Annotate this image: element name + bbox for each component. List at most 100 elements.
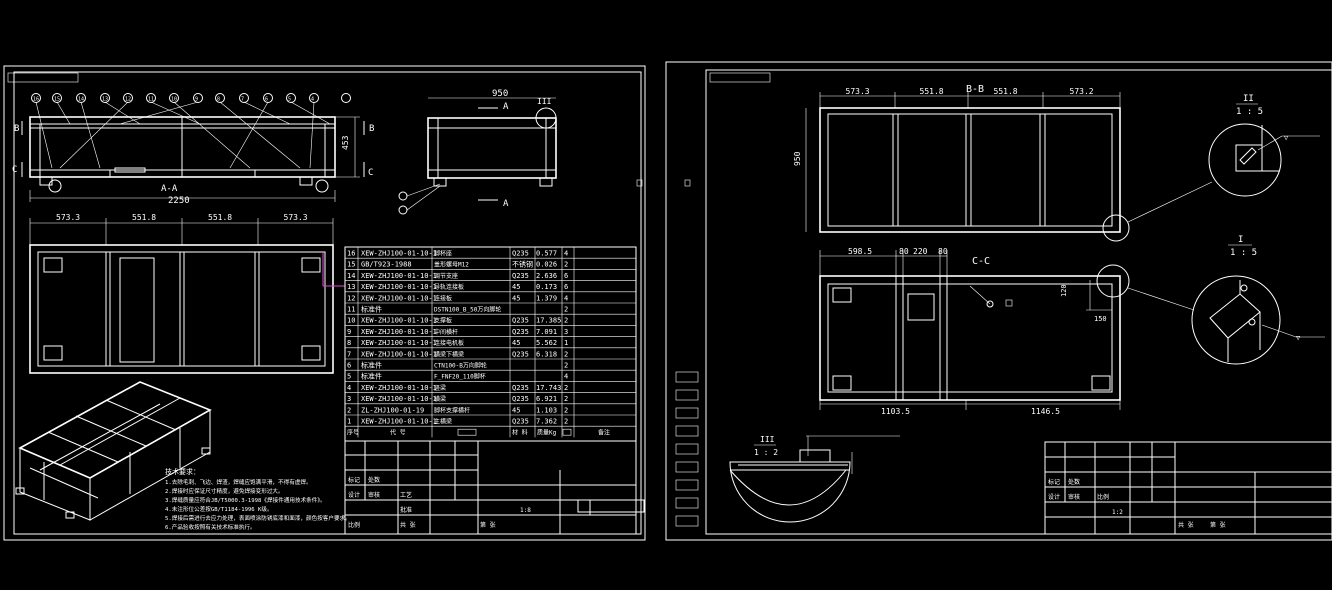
bom-no: 15: [347, 261, 355, 269]
balloon-number: 4: [311, 97, 314, 103]
cc-bottom-dim: 1146.5: [1031, 407, 1060, 416]
view-aa-label: A-A: [161, 184, 178, 194]
bom-code: XEW-ZHJ100-01-10-1: [361, 395, 437, 403]
bom-no: 11: [347, 306, 355, 314]
bom-mass: 2.636: [536, 272, 557, 280]
cc-top-dim: 80: [899, 247, 909, 256]
bom-no: 12: [347, 294, 355, 302]
balloon-number: 5: [288, 97, 291, 103]
detail-i-label: I: [1238, 235, 1243, 245]
title-block-cell: 处数: [368, 476, 380, 484]
detail-ii-label: II: [1243, 94, 1254, 104]
bom-no: 13: [347, 283, 355, 291]
balloon-number: 12: [125, 97, 131, 103]
bom-material: Q235: [512, 317, 529, 325]
section-b-left: B: [14, 124, 19, 134]
bom-qty: 6: [564, 272, 568, 280]
bom-mass: 17.743: [536, 384, 561, 392]
bom-qty: 4: [564, 250, 568, 258]
balloon-number: 15: [54, 97, 60, 103]
bom-qty: 4: [564, 294, 568, 302]
bom-mass: 7.362: [536, 418, 557, 426]
bom-mass: 0.577: [536, 250, 557, 258]
title-block-cell: 审核: [368, 491, 380, 499]
title-block-cell: 标记: [348, 476, 360, 484]
bom-name: CTN100-B万向脚轮: [434, 362, 487, 370]
balloon: [100, 93, 110, 103]
bom-material: Q235: [512, 395, 529, 403]
drawing-border-strip: [675, 371, 699, 527]
bom-code: XEW-ZHJ100-01-10-1: [361, 350, 437, 358]
bom-mass: 6.921: [536, 395, 557, 403]
balloon: [239, 93, 249, 103]
detail-i: I 1 : 5 ▽: [1191, 235, 1325, 365]
view-bb-label: B-B: [966, 84, 984, 95]
top-dim: 573.3: [56, 213, 80, 222]
top-dim: 551.8: [208, 213, 232, 222]
bb-top-dim: 551.8: [920, 87, 944, 96]
cc-side-dim-2: 150: [1094, 315, 1107, 323]
bom-qty: 2: [564, 261, 568, 269]
balloon: [341, 93, 351, 103]
title-block-cell: 处数: [1068, 478, 1080, 486]
section-c-right: C: [368, 168, 373, 178]
bb-top-dim: 573.3: [846, 87, 870, 96]
cc-bottom-dim: 1103.5: [881, 407, 910, 416]
bom-qty: 3: [564, 328, 568, 336]
title-block-cell: 设计: [1048, 493, 1060, 501]
balloon: [123, 93, 133, 103]
view-cc-label: C-C: [972, 256, 990, 267]
isometric-view: [15, 381, 212, 521]
bom-name: 横梁下横梁: [434, 350, 464, 358]
bom-header-mass: 质量Kg: [537, 429, 557, 437]
balloon-number: 7: [241, 97, 244, 103]
side-view: 950 A A III: [398, 89, 557, 215]
bom-no: 8: [347, 339, 351, 347]
bom-material: 45: [512, 294, 520, 302]
side-width-dim: 950: [492, 89, 508, 99]
section-b-right: B: [369, 124, 374, 134]
weld-symbol-i: ▽: [1296, 334, 1301, 342]
bom-header-remark: 备注: [598, 429, 610, 437]
bom-material: Q235: [512, 272, 529, 280]
bom-code: XEW-ZHJ100-01-10-1: [361, 418, 437, 426]
section-a-bottom: A: [503, 199, 509, 209]
bom-qty: 2: [564, 362, 568, 370]
title-block-cell: 标记: [1048, 478, 1060, 486]
title-block-cell: 第 张: [480, 521, 496, 529]
bom-qty: 2: [564, 306, 568, 314]
top-dim: 551.8: [132, 213, 156, 222]
title-block-cell: 工艺: [400, 491, 412, 499]
height-dim: 453: [341, 135, 350, 150]
title-block-cell: 比例: [1097, 493, 1109, 501]
technical-requirements: 技术要求： 1.去除毛刺、飞边、焊渣，焊缝应饱满平滑，不得有虚焊。2.焊接时应保…: [165, 467, 351, 531]
bom-header-material: 材 料: [512, 429, 528, 437]
bom-code: ZL-ZHJ100-01-19: [361, 406, 424, 414]
bom-header-no: 序号: [347, 429, 359, 437]
bom-material: Q235: [512, 250, 529, 258]
bom-code: 标准件: [361, 305, 382, 314]
bom-qty: 2: [564, 395, 568, 403]
bom-code: XEW-ZHJ100-01-10-1: [361, 339, 437, 347]
bom-no: 7: [347, 350, 351, 358]
bom-name: 连接电机板: [434, 339, 464, 347]
bom-code: XEW-ZHJ100-01-10-1: [361, 250, 437, 258]
bom-no: 3: [347, 395, 351, 403]
title-block-cell: 共 张: [400, 521, 416, 529]
title-block-cell: 审核: [1068, 493, 1080, 501]
cc-top-dim: 598.5: [848, 247, 872, 256]
bom-code: XEW-ZHJ100-01-10-1: [361, 317, 437, 325]
